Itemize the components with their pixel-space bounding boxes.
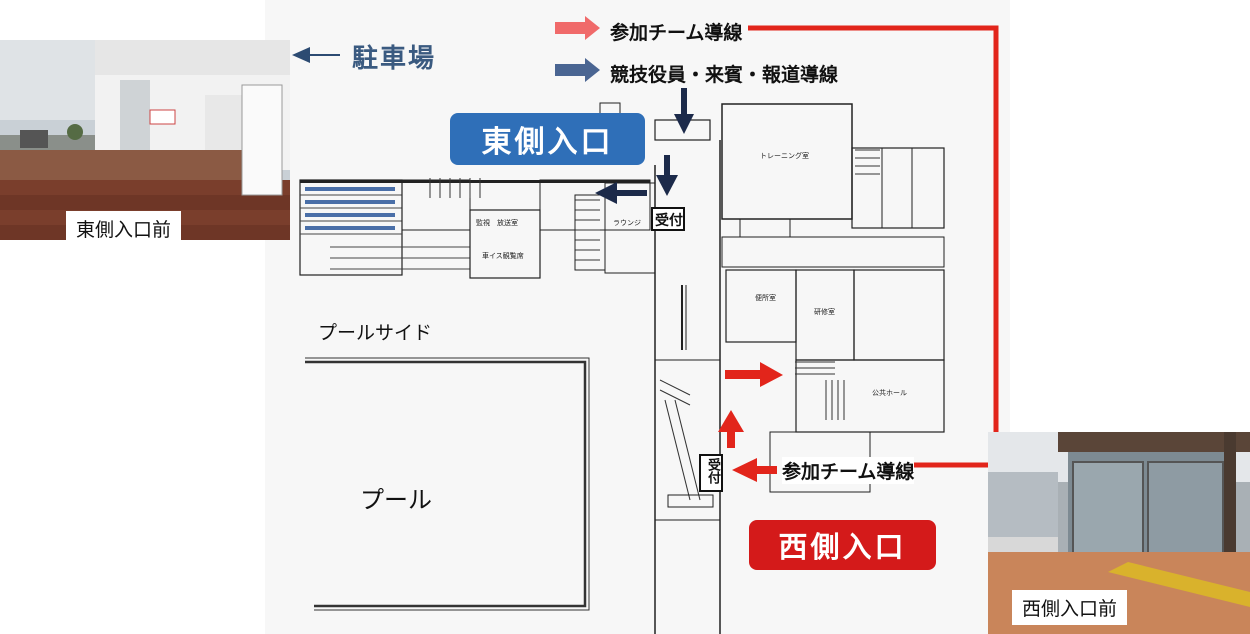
legend-officials-route-label: 競技役員・来賓・報道導線 (610, 64, 839, 86)
east-reception-label: 受付 (655, 213, 683, 229)
pool-label: プール (360, 486, 432, 514)
team-route-plan-label: 参加チーム導線 (782, 457, 915, 484)
parking-label: 駐車場 (352, 44, 437, 74)
east-entrance-caption: 東側入口前 (66, 211, 182, 246)
west-entrance-badge: 西側入口 (749, 520, 936, 570)
room-monitor-label: 監視 放送室 (476, 218, 518, 227)
room-lounge-label: ラウンジ (613, 219, 641, 227)
west-reception-label: 受付 (705, 458, 720, 484)
legend-team-route-label: 参加チーム導線 (610, 22, 743, 44)
west-entrance-photo (988, 432, 1250, 634)
west-entrance-caption: 西側入口前 (1012, 590, 1128, 625)
room-toilet-label: 便所室 (755, 293, 776, 302)
site-boundary-line (748, 25, 999, 440)
poolside-label: プールサイド (318, 322, 433, 344)
east-entrance-badge: 東側入口 (450, 113, 645, 165)
east-entrance-photo (0, 40, 290, 240)
west-entrance-photo-drawing (988, 432, 1250, 634)
east-entrance-photo-drawing (0, 40, 290, 240)
room-research-label: 研修室 (814, 307, 835, 316)
room-wheelchair-label: 車イス観覧席 (482, 251, 524, 260)
room-public-hall-label: 公共ホール (872, 388, 907, 397)
room-training-label: トレーニング室 (760, 151, 809, 160)
pool-outline (305, 360, 587, 608)
